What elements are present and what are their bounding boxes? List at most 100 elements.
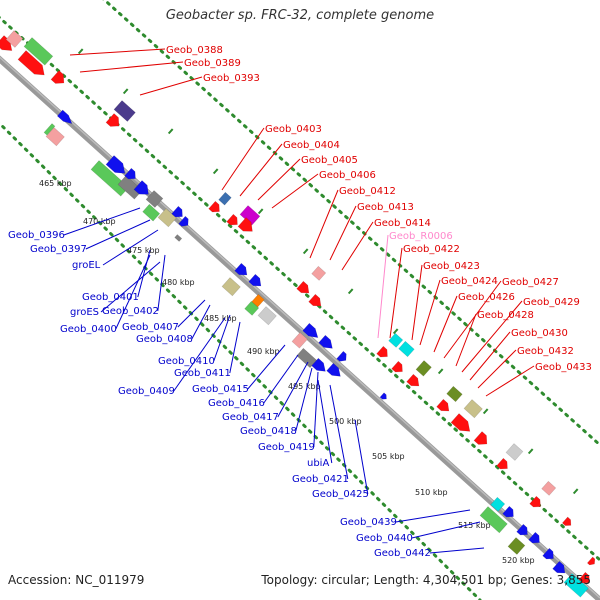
tick-dash (437, 368, 444, 375)
accession-text: Accession: NC_011979 (8, 573, 145, 587)
leader-line (411, 264, 423, 341)
gene-label-bottom: Geob_0397 (30, 244, 87, 255)
reverse-gene (90, 160, 130, 197)
reverse-gene (244, 300, 260, 316)
gene-label-bottom: Geob_0409 (118, 386, 175, 397)
guide-line-0 (0, 16, 600, 562)
gene-label-bottom: Geob_0425 (312, 489, 369, 500)
tick-dash (212, 168, 219, 175)
gene-label-bottom: Geob_0402 (102, 306, 159, 317)
forward-gene (23, 37, 54, 66)
leader-line (411, 521, 481, 539)
leader-line (395, 509, 471, 523)
leader-line (85, 219, 151, 250)
gene-label-bottom: Geob_0408 (136, 334, 193, 345)
kbp-tick-label: 515 kbp (458, 521, 491, 530)
reverse-gene (221, 277, 241, 297)
reverse-gene (542, 547, 554, 560)
forward-gene (505, 443, 524, 461)
tick-dash (122, 88, 129, 95)
gene-label-bottom: Geob_0439 (340, 517, 397, 528)
reverse-gene (105, 155, 126, 174)
reverse-gene (502, 505, 514, 518)
leader-line (115, 254, 151, 330)
leader-line (419, 279, 441, 346)
leader-line (485, 365, 535, 397)
gene-label-top: Geob_0433 (535, 362, 592, 373)
leader-line (63, 207, 141, 236)
gene-label-bottom: Geob_0401 (82, 292, 139, 303)
gene-label-bottom: Geob_0442 (374, 548, 431, 559)
gene-label-bottom: Geob_0407 (122, 322, 179, 333)
genome-summary-text: Topology: circular; Length: 4,304,501 bp… (261, 573, 591, 587)
gene-label-top: Geob_0423 (423, 261, 480, 272)
reverse-gene (133, 180, 149, 195)
leader-line (295, 367, 313, 432)
forward-gene (237, 217, 253, 232)
reverse-gene (248, 273, 262, 287)
gene-label-bottom: Geob_0400 (60, 324, 117, 335)
leader-line (247, 344, 286, 390)
gene-label-top: Geob_0424 (441, 276, 498, 287)
forward-gene (391, 360, 403, 373)
leader-line (239, 143, 283, 197)
forward-gene (586, 556, 596, 566)
guide-line-1 (0, 121, 482, 600)
reverse-gene (336, 350, 347, 362)
tick-dash (527, 448, 534, 455)
reverse-gene (171, 205, 183, 218)
gene-label-top: Geob_0403 (265, 124, 322, 135)
forward-gene (376, 345, 388, 358)
gene-label-bottom: Geob_0418 (240, 426, 297, 437)
tick-dash (392, 328, 399, 335)
leader-line (263, 354, 299, 404)
forward-gene (388, 332, 404, 348)
gene-label-bottom: Geob_0417 (222, 412, 279, 423)
leader-line (341, 221, 374, 271)
gene-label-top: Geob_0412 (339, 186, 396, 197)
reverse-gene (43, 123, 56, 136)
gene-label-bottom: Geob_0416 (208, 398, 265, 409)
tick-dash (302, 248, 309, 255)
gene-label-bottom: groES (70, 307, 99, 318)
reverse-gene (507, 537, 526, 555)
forward-gene (50, 70, 65, 84)
forward-gene (398, 340, 415, 358)
gene-label-top: Geob_0428 (477, 310, 534, 321)
kbp-tick-label: 485 kbp (204, 314, 237, 323)
kbp-tick-label: 470 kbp (83, 217, 116, 226)
gene-label-top: Geob_0429 (523, 297, 580, 308)
gene-features (0, 30, 596, 598)
reverse-gene (174, 234, 183, 242)
reverse-gene (56, 109, 73, 125)
leader-line (173, 317, 226, 392)
gene-label-top: Geob_0427 (502, 277, 559, 288)
forward-gene (436, 398, 450, 412)
leader-line (329, 384, 349, 480)
forward-gene (113, 100, 136, 122)
reverse-gene (552, 560, 566, 574)
leader-line (317, 379, 333, 464)
forward-gene (473, 431, 488, 445)
reverse-gene (145, 190, 164, 208)
kbp-tick-label: 500 kbp (329, 417, 362, 426)
forward-gene (226, 213, 238, 226)
gene-label-top: Geob_0422 (403, 244, 460, 255)
reverse-gene (291, 332, 308, 349)
gene-label-top: Geob_0393 (203, 73, 260, 84)
leader-line (257, 158, 301, 201)
reverse-gene (528, 531, 540, 544)
gene-label-bottom: Geob_0411 (174, 368, 231, 379)
reverse-gene (117, 175, 143, 200)
leader-line (477, 349, 517, 389)
forward-gene (105, 113, 120, 127)
reverse-gene (490, 496, 506, 512)
gene-label-bottom: Geob_0410 (158, 356, 215, 367)
reverse-gene (302, 322, 319, 339)
reverse-gene (45, 127, 65, 147)
kbp-tick-label: 480 kbp (162, 278, 195, 287)
gene-label-top: Geob_0404 (283, 140, 340, 151)
leader-line (271, 173, 319, 209)
forward-gene (308, 293, 322, 307)
